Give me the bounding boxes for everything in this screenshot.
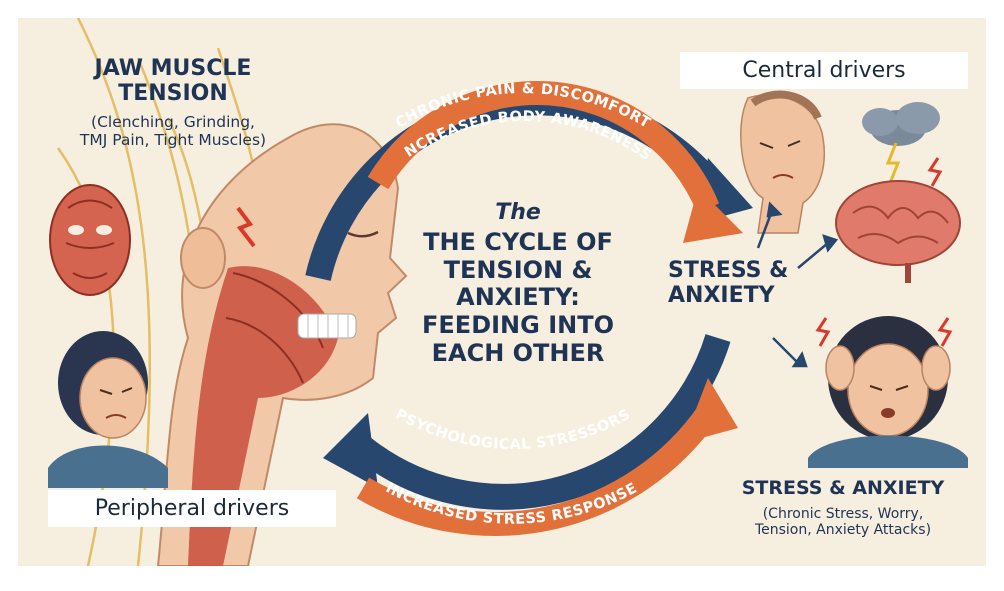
stress-mid-line1: STRESS & — [668, 258, 789, 283]
brain-icon — [835, 180, 961, 283]
center-line4: EACH OTHER — [431, 338, 605, 367]
pained-woman-icon — [48, 331, 168, 488]
flow-arrows — [756, 201, 839, 368]
jaw-sub-line1: (Clenching, Grinding, — [91, 113, 255, 131]
stress-sub-line1: (Chronic Stress, Worry, — [762, 506, 924, 522]
stress-mid-line2: ANXIETY — [668, 283, 775, 309]
center-title: The THE CYCLE OF TENSION & ANXIETY: FEED… — [383, 200, 653, 367]
jaw-tension-subtitle: (Clenching, Grinding, TMJ Pain, Tight Mu… — [33, 113, 313, 150]
jaw-sub-line2: TMJ Pain, Tight Muscles) — [79, 130, 267, 149]
jaw-title-line1: JAW MUSCLE — [94, 56, 252, 81]
diagram-artwork: CHRONIC PAIN & DISCOMFORT INCREASED BODY… — [18, 18, 968, 566]
center-line1: THE CYCLE OF — [423, 228, 613, 257]
peripheral-drivers-label: Peripheral drivers — [48, 490, 336, 527]
lightning-icon — [815, 157, 953, 347]
cycle-arrows — [305, 81, 753, 536]
center-line2: TENSION & ANXIETY: — [443, 255, 593, 312]
muscle-face-icon — [49, 184, 131, 296]
central-drivers-label: Central drivers — [680, 52, 968, 89]
stress-sub-line2: Tension, Anxiety Attacks) — [754, 522, 932, 539]
stress-anxiety-mid: STRESS & ANXIETY — [668, 258, 808, 309]
stressed-man-icon — [740, 90, 825, 234]
jaw-tension-title: JAW MUSCLE TENSION — [43, 56, 303, 107]
headache-woman-icon — [808, 316, 968, 468]
stress-anxiety-title: STRESS & ANXIETY — [718, 477, 968, 500]
stress-title-text: STRESS & ANXIETY — [741, 477, 945, 499]
center-the: The — [495, 200, 541, 225]
jaw-title-line2: TENSION — [118, 81, 228, 107]
stress-anxiety-subtitle: (Chronic Stress, Worry, Tension, Anxiety… — [718, 506, 968, 538]
center-line3: FEEDING INTO — [422, 311, 614, 340]
storm-cloud-icon — [862, 102, 940, 184]
arc-label-bottom-outer: PSYCHOLOGICAL STRESSORS — [393, 406, 634, 453]
diagram-canvas: CHRONIC PAIN & DISCOMFORT INCREASED BODY… — [18, 18, 986, 566]
